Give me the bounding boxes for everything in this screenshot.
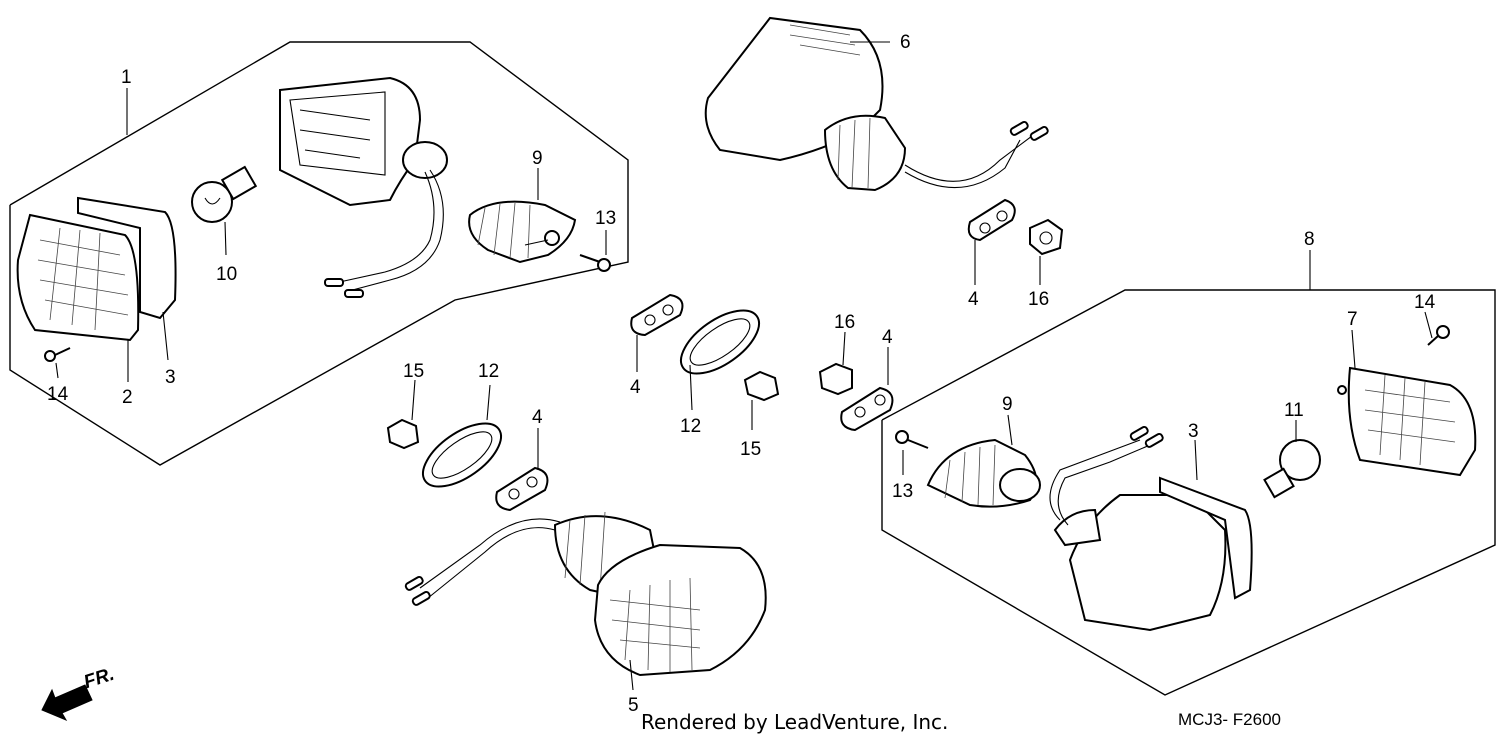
callout-7: 7 (1347, 309, 1358, 330)
callout-15-center: 15 (740, 439, 761, 460)
boot-right (926, 438, 1041, 508)
callout-4-center: 4 (630, 377, 641, 398)
diagram-code: MCJ3- F2600 (1178, 710, 1281, 729)
callout-3-right: 3 (1188, 421, 1199, 442)
callout-8: 8 (1304, 229, 1315, 250)
washer-4-lower (495, 466, 549, 512)
callout-4-right: 4 (882, 327, 893, 348)
render-credit: Rendered by LeadVenture, Inc. (641, 710, 949, 734)
nut-15-lower (386, 418, 420, 450)
screw-13-left (579, 254, 611, 272)
callout-16-top: 16 (1028, 289, 1049, 310)
housing-left (279, 76, 448, 298)
bulb-left (191, 165, 258, 223)
gasket-left (77, 196, 177, 320)
washer-4-center (630, 293, 684, 337)
bulb-right (1263, 439, 1321, 499)
nut-16-top (1029, 218, 1064, 256)
callout-4-top: 4 (968, 289, 979, 310)
boot-left (468, 200, 577, 264)
callout-10: 10 (216, 264, 237, 285)
callout-12-center: 12 (680, 416, 701, 437)
callout-2: 2 (122, 387, 133, 408)
gasket-right (1159, 476, 1253, 600)
winker-lower (404, 511, 767, 677)
screw-14-left (44, 347, 71, 362)
callout-9-right: 9 (1002, 394, 1013, 415)
washer-4-top (967, 198, 1016, 242)
housing-right (1049, 426, 1227, 632)
nut-15-center (743, 370, 780, 402)
callout-15-lower: 15 (403, 361, 424, 382)
callout-13-right: 13 (892, 481, 913, 502)
winker-top (704, 16, 1049, 192)
screw-14-right (1427, 325, 1450, 346)
callout-3-left: 3 (165, 367, 176, 388)
assembly-frame-right (881, 289, 1496, 696)
ring-12-center (680, 309, 760, 375)
assembly-frame-left (9, 41, 629, 466)
screw-13-right (895, 430, 929, 449)
nut-16-right (818, 362, 853, 396)
callout-4-lower: 4 (532, 407, 543, 428)
washer-4-right (840, 386, 894, 432)
callout-13-left: 13 (595, 208, 616, 229)
callout-6: 6 (900, 32, 911, 53)
callout-16-right: 16 (834, 312, 855, 333)
callout-5: 5 (628, 695, 639, 716)
leader-lines (55, 41, 1433, 691)
lens-right (1337, 366, 1477, 477)
callout-12-lower: 12 (478, 361, 499, 382)
callout-11: 11 (1284, 400, 1304, 421)
ring-12-lower (422, 422, 502, 488)
lens-left (16, 213, 140, 342)
front-arrow-icon (41, 684, 93, 722)
callout-1: 1 (121, 67, 132, 88)
callout-14-left: 14 (47, 384, 69, 405)
callout-14-right: 14 (1414, 292, 1436, 313)
callout-9-left: 9 (532, 148, 543, 169)
